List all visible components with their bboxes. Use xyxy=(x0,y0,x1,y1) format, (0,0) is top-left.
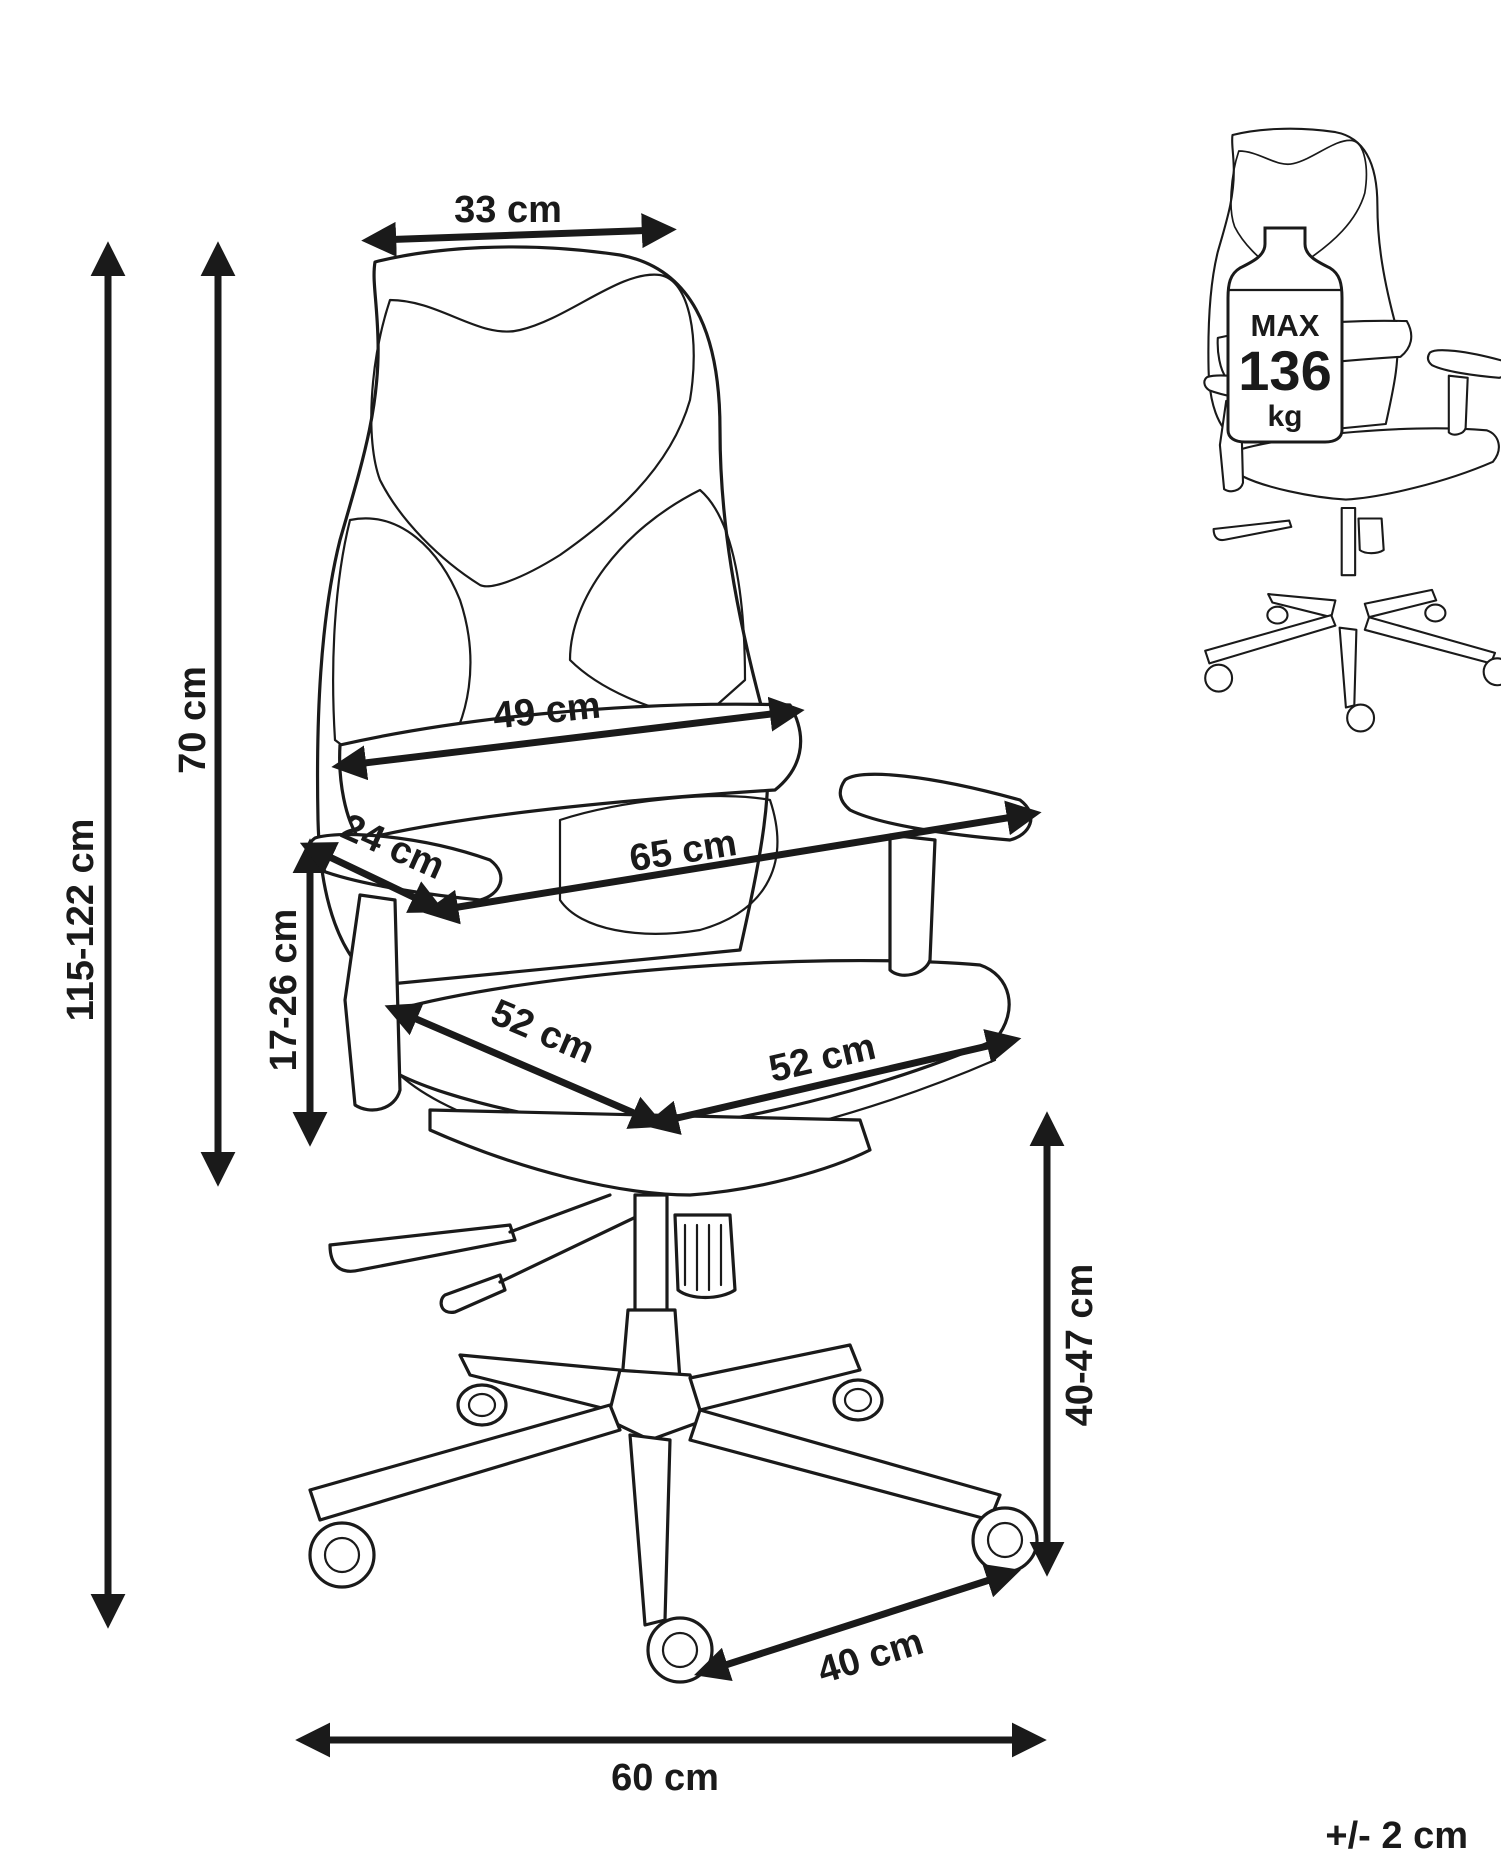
max-load-badge: MAX 136 kg xyxy=(1226,226,1344,444)
label-seat-height: 40-47 cm xyxy=(1059,1264,1101,1427)
height-lever-rod xyxy=(498,1213,642,1284)
tilt-lever xyxy=(328,1223,517,1273)
thumbnail-chair-drawing xyxy=(1203,127,1501,733)
label-total-height: 115-122 cm xyxy=(60,819,102,1022)
dim-line-seat-depth xyxy=(384,1003,666,1129)
weight-bottle-icon xyxy=(1226,226,1344,444)
dim-line-caster-spacing xyxy=(694,1563,1021,1682)
gas-cylinder xyxy=(633,1193,669,1317)
lever-rod xyxy=(508,1193,612,1234)
seat-underside xyxy=(428,1108,872,1197)
caster-left xyxy=(308,1521,376,1589)
caster-front xyxy=(646,1616,714,1684)
badge-unit-text: kg xyxy=(1267,400,1302,433)
backrest-upper-mesh xyxy=(370,273,695,588)
knob-grip xyxy=(683,1223,723,1292)
base-arm-left xyxy=(308,1403,622,1522)
main-chair-drawing xyxy=(306,245,1039,1684)
badge-max-text: MAX xyxy=(1251,308,1320,343)
dim-line-armrest-spread xyxy=(423,800,1042,925)
dim-line-headrest-width xyxy=(361,213,677,257)
dim-line-backrest-width xyxy=(331,696,805,781)
label-base-width: 60 cm xyxy=(611,1757,719,1799)
base-arm-back-right xyxy=(688,1343,862,1412)
badge-weight-value: 136 xyxy=(1238,339,1331,402)
dimension-lines xyxy=(90,213,1065,1758)
caster-back-right xyxy=(832,1378,884,1422)
dim-line-seat-width xyxy=(643,1029,1022,1135)
right-armrest-post xyxy=(888,833,937,977)
caster-right xyxy=(971,1506,1039,1574)
dim-line-armrest-length xyxy=(299,842,446,913)
tolerance-note: +/- 2 cm xyxy=(1325,1815,1468,1857)
label-backrest-height: 70 cm xyxy=(172,666,214,774)
label-armrest-height: 17-26 cm xyxy=(263,909,305,1072)
height-lever xyxy=(439,1273,507,1314)
label-headrest-width: 33 cm xyxy=(454,189,562,231)
base-arm-front xyxy=(628,1433,672,1627)
caster-back-left xyxy=(456,1383,508,1427)
base-arm-right xyxy=(688,1408,1002,1522)
